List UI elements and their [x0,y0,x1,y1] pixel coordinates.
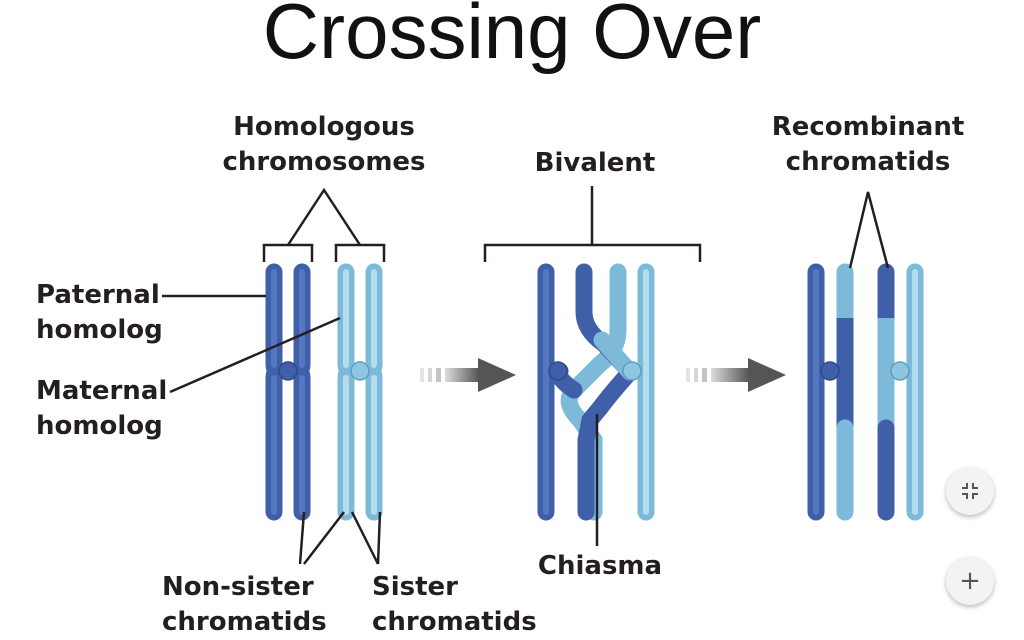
maternal-homolog [337,263,383,521]
bivalent-label: Bivalent [534,148,656,178]
recombinant-leader-lines [848,191,890,269]
maternal-homolog-label: Maternal homolog [36,376,168,441]
page-title: Crossing Over [262,0,762,75]
homologous-chromosomes-label: Homologous chromosomes [222,112,426,177]
recombinant-chromatids-label: Recombinant chromatids [771,112,965,177]
chiasma-label: Chiasma [537,551,663,581]
zoom-in-button[interactable]: + [946,557,994,605]
bivalent-bracket [483,186,702,262]
maternal-centromere [350,361,370,381]
homolog-leader-lines [162,294,382,565]
bivalent-chromosomes [537,263,655,521]
progress-arrow-2 [686,358,786,392]
collapse-icon [962,483,978,499]
plus-icon: + [959,566,981,596]
recombinant-chromosomes [807,263,924,521]
collapse-button[interactable] [946,467,994,515]
paternal-homolog [265,263,311,521]
paternal-centromere [278,361,298,381]
paternal-homolog-label: Paternal homolog [36,280,163,345]
homologous-bracket [262,187,386,262]
bivalent-centromere-paternal [548,361,568,381]
progress-arrow-1 [420,358,516,392]
bivalent-centromere-maternal [622,361,642,381]
